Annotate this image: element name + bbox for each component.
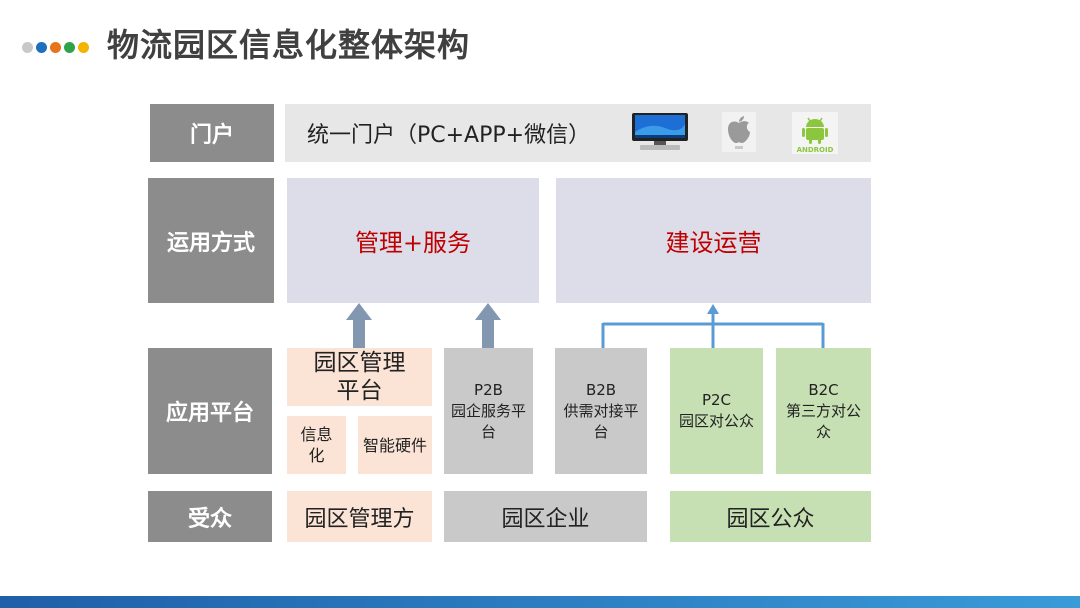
portal-bar — [285, 104, 871, 162]
arrow-up-p2b — [475, 303, 501, 348]
portal-text: 统一门户（PC+APP+微信） — [307, 123, 591, 148]
platform-b2c: B2C 第三方对公众 — [776, 348, 871, 474]
method-manage-service-label: 管理+服务 — [354, 229, 472, 257]
platform-b2b-code: B2B — [585, 380, 617, 399]
method-build-operate-label: 建设运营 — [665, 229, 762, 257]
platform-p2c: P2C 园区对公众 — [670, 348, 763, 474]
connector-arrowhead — [707, 304, 719, 314]
platform-hardware-label: 智能硬件 — [362, 435, 427, 455]
footer-bar — [0, 596, 1080, 608]
android-icon — [792, 112, 838, 154]
platform-p2b: P2B 园企服务平台 — [444, 348, 533, 474]
platform-b2c-code: B2C — [808, 380, 839, 399]
method-build-operate: 建设运营 — [556, 178, 871, 303]
row-label-method: 运用方式 — [148, 178, 274, 303]
apple-icon — [722, 112, 756, 152]
audience-enterprise-label: 园区企业 — [501, 506, 590, 532]
page-title: 物流园区信息化整体架构 — [107, 26, 471, 64]
connector-bracket — [601, 312, 825, 348]
audience-public: 园区公众 — [670, 491, 871, 542]
platform-park-management: 园区管理平台 — [287, 348, 432, 406]
desktop-computer-icon — [630, 112, 690, 152]
platform-hardware: 智能硬件 — [358, 416, 432, 474]
platform-b2c-desc: 第三方对公众 — [785, 401, 861, 441]
row-label-platform: 应用平台 — [148, 348, 272, 474]
row-label-audience: 受众 — [148, 491, 272, 542]
platform-park-management-label: 园区管理平台 — [313, 350, 406, 404]
android-wordmark: ANDROID — [796, 146, 834, 154]
platform-b2b-desc: 供需对接平台 — [563, 401, 639, 441]
method-manage-service: 管理+服务 — [287, 178, 539, 303]
header-dot-4 — [64, 42, 75, 53]
platform-p2c-code: P2C — [701, 391, 732, 409]
audience-public-label: 园区公众 — [726, 506, 815, 532]
header-dot-2 — [36, 42, 47, 53]
platform-p2c-desc: 园区对公众 — [678, 412, 754, 430]
arrow-up-park — [346, 303, 372, 348]
header-dot-5 — [78, 42, 89, 53]
platform-p2b-code: P2B — [474, 380, 503, 399]
platform-b2b: B2B 供需对接平台 — [555, 348, 647, 474]
audience-enterprise: 园区企业 — [444, 491, 647, 542]
audience-park-manager: 园区管理方 — [287, 491, 432, 542]
audience-park-manager-label: 园区管理方 — [304, 506, 415, 532]
platform-info-label: 信息化 — [300, 425, 333, 465]
platform-info: 信息化 — [287, 416, 346, 474]
platform-p2b-desc: 园企服务平台 — [450, 401, 526, 441]
header-dot-1 — [22, 42, 33, 53]
header-dot-3 — [50, 42, 61, 53]
row-label-portal: 门户 — [150, 104, 274, 162]
